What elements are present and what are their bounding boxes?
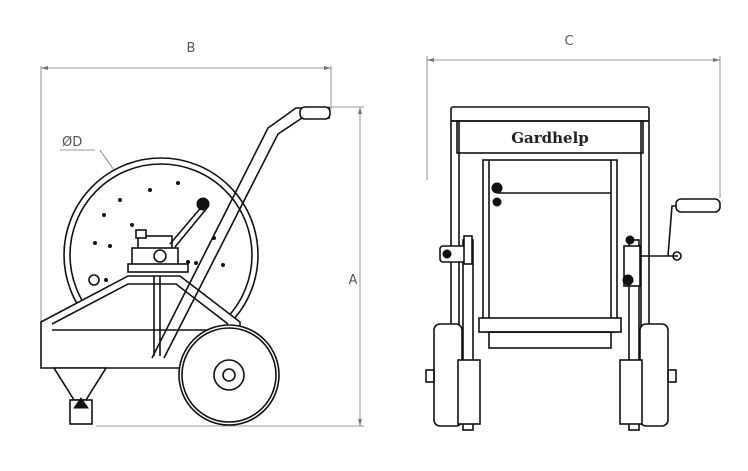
dimension-b-label: B: [187, 41, 196, 56]
wheel: [178, 324, 280, 426]
side-view: B A ØD: [40, 41, 364, 427]
dimension-a-label: A: [349, 273, 358, 288]
dimension-c: C: [426, 34, 721, 198]
left-valve: [439, 235, 473, 265]
hub-assembly: [127, 197, 210, 273]
dimension-d-label: ØD: [62, 135, 82, 150]
front-view: C Gardhelp: [425, 34, 721, 431]
dimension-b: B: [40, 41, 332, 330]
front-wheels: [425, 323, 677, 427]
drum-front: [478, 159, 622, 349]
handle: [151, 106, 331, 359]
brand-logo: Gardhelp: [511, 129, 589, 147]
dimension-c-label: C: [564, 34, 573, 49]
crank: [622, 198, 721, 287]
